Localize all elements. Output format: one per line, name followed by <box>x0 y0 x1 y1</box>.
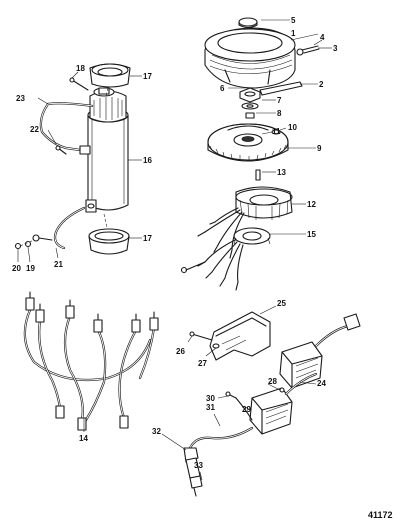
callout-30: 30 <box>206 394 215 403</box>
figure-id: 41172 <box>368 510 393 520</box>
callout-20: 20 <box>12 264 21 273</box>
stator-screw <box>255 169 261 181</box>
callout-27: 27 <box>198 359 207 368</box>
cover-cap <box>238 17 258 29</box>
callout-1: 1 <box>291 29 296 38</box>
starter-cable <box>39 102 94 155</box>
cable-clamp-screw <box>55 145 67 155</box>
callout-17-upper: 17 <box>143 72 152 81</box>
stator <box>197 186 293 259</box>
flywheel-cover <box>204 27 296 89</box>
callout-17-lower: 17 <box>143 234 152 243</box>
spark-plug-boot <box>183 447 201 479</box>
callout-32: 32 <box>152 427 161 436</box>
callout-11: 11 <box>272 127 281 136</box>
coil-screw <box>279 387 285 393</box>
ground-wire <box>235 397 253 421</box>
leader-lines <box>17 19 332 481</box>
starter-motor <box>85 87 129 213</box>
flywheel-key <box>245 112 255 119</box>
callout-22: 22 <box>30 125 39 134</box>
ground-nut <box>14 242 22 250</box>
bracket-screw <box>189 331 213 341</box>
callout-3: 3 <box>333 44 338 53</box>
flywheel-washer <box>241 102 259 110</box>
ground-washer <box>24 240 32 248</box>
starter-drive-cap-lower <box>88 228 130 255</box>
flywheel-nut <box>239 87 261 103</box>
callout-29: 29 <box>242 405 251 414</box>
starter-terminal-screw <box>69 77 89 91</box>
bracket-washer <box>212 343 220 349</box>
wiring-harness <box>23 291 159 431</box>
callout-16: 16 <box>143 156 152 165</box>
trigger <box>180 227 271 291</box>
callout-8: 8 <box>277 109 282 118</box>
ground-cable <box>32 206 86 250</box>
callout-31: 31 <box>206 403 215 412</box>
cover-screw <box>296 45 320 56</box>
callout-2: 2 <box>319 80 324 89</box>
callout-15: 15 <box>307 230 316 239</box>
ignition-bracket <box>209 311 271 361</box>
callout-4: 4 <box>320 33 325 42</box>
callout-24: 24 <box>317 379 326 388</box>
callout-19: 19 <box>26 264 35 273</box>
callout-26: 26 <box>176 347 185 356</box>
callout-25: 25 <box>277 299 286 308</box>
cover-bracket <box>259 81 303 96</box>
starter-drive-cap-upper <box>89 63 131 88</box>
callout-28: 28 <box>268 377 277 386</box>
callout-10: 10 <box>288 123 297 132</box>
callout-33: 33 <box>194 461 203 470</box>
callout-12: 12 <box>307 200 316 209</box>
callout-23: 23 <box>16 94 25 103</box>
callout-5: 5 <box>291 16 296 25</box>
callout-9: 9 <box>317 144 322 153</box>
callout-14: 14 <box>79 434 88 443</box>
ignition-coil-upper <box>279 313 361 389</box>
callout-21: 21 <box>54 260 63 269</box>
callout-labels: 1 2 3 4 5 6 7 8 9 10 11 12 13 14 15 16 1… <box>12 16 338 470</box>
callout-7: 7 <box>277 96 282 105</box>
ground-screw <box>225 391 237 399</box>
ignition-coil-lower <box>249 372 318 435</box>
callout-18: 18 <box>76 64 85 73</box>
spark-plug-lead <box>188 426 254 450</box>
callout-13: 13 <box>277 168 286 177</box>
spark-plug-terminal <box>189 475 203 497</box>
callout-6: 6 <box>220 84 225 93</box>
